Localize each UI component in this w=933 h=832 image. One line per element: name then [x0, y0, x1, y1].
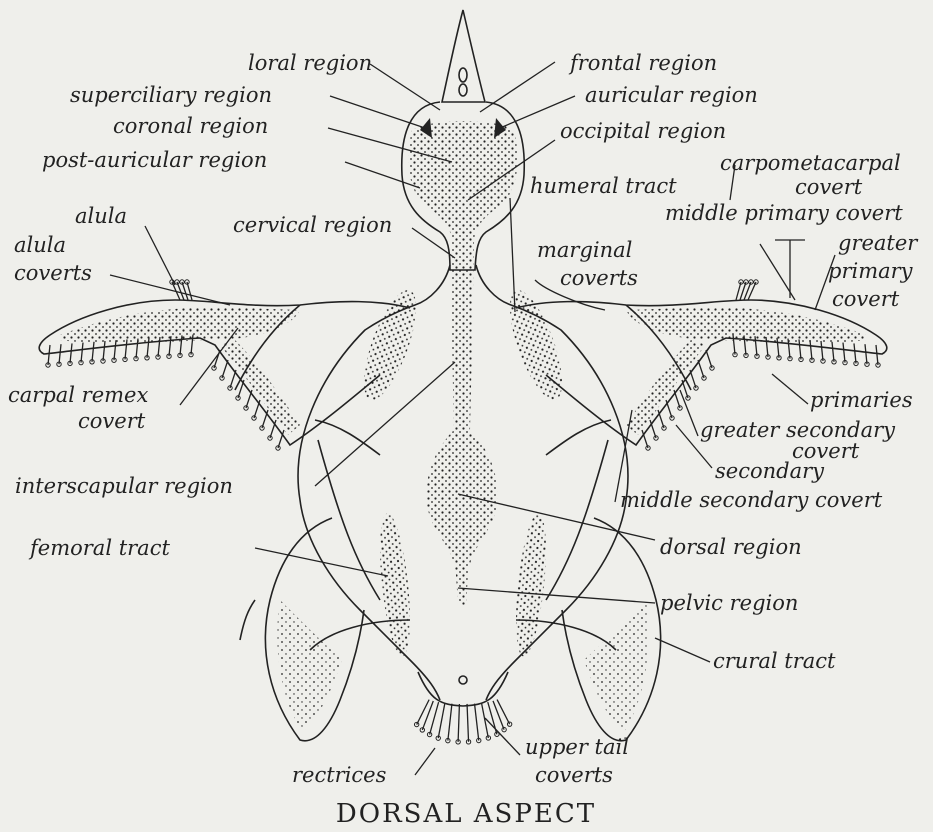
- rectrix-feather: [417, 700, 429, 725]
- label-primaries: primaries: [810, 388, 913, 412]
- label-frontal-region: frontal region: [568, 51, 717, 75]
- right-secondary-feather: [690, 370, 696, 388]
- label-rectrices: rectrices: [292, 763, 387, 787]
- right-secondary-feather: [674, 390, 680, 408]
- body-left-side: [298, 265, 450, 700]
- nostril-right: [459, 84, 467, 96]
- oil-gland: [459, 676, 467, 684]
- right-crural-tract: [584, 600, 649, 732]
- left-secondary-feather: [222, 360, 228, 378]
- label-femoral-tract: femoral tract: [28, 536, 170, 560]
- left-primary-feather: [81, 343, 83, 363]
- label-coronal-region: coronal region: [113, 114, 268, 138]
- label-cervical-region: cervical region: [233, 213, 392, 237]
- label-auricular-region: auricular region: [585, 83, 758, 107]
- spinal-tract: [426, 240, 497, 605]
- left-humeral-tract: [353, 284, 427, 405]
- label-superciliary-region: superciliary region: [70, 83, 272, 107]
- right-primary-feather: [865, 344, 867, 364]
- label-occipital-region: occipital region: [560, 119, 726, 143]
- label-greater-primary-covert-2: primary: [828, 259, 914, 283]
- right-primary-feather: [854, 343, 856, 363]
- left-crural-tract: [277, 600, 342, 732]
- left-femoral-tract: [375, 512, 416, 658]
- leader-alula: [145, 226, 175, 285]
- body-right-side: [476, 265, 628, 700]
- label-interscapular-region: interscapular region: [15, 474, 233, 498]
- right-secondary-feather: [706, 350, 712, 368]
- label-carpometacarpal-1: carpometacarpal: [720, 151, 901, 175]
- label-marginal-coverts-2: coverts: [560, 266, 638, 290]
- leader-loral: [370, 64, 440, 110]
- right-secondary-feather: [698, 360, 704, 378]
- label-greater-primary-covert-3: covert: [832, 287, 900, 311]
- left-primary-feather: [59, 344, 61, 364]
- left-primary-feather: [114, 340, 116, 360]
- label-humeral-tract: humeral tract: [530, 174, 677, 198]
- left-secondary-feather: [254, 400, 260, 418]
- label-middle-primary-covert: middle primary covert: [665, 201, 903, 225]
- rectrix-feather: [467, 704, 468, 742]
- right-alula-feather: [748, 282, 756, 300]
- label-middle-secondary-covert: middle secondary covert: [620, 488, 883, 512]
- leader-middle-primary-bar: [775, 240, 805, 298]
- label-alula-coverts-2: coverts: [14, 261, 92, 285]
- left-primary-feather: [103, 341, 105, 361]
- leader-greater-secondary: [680, 390, 698, 436]
- left-leg-line: [240, 600, 255, 640]
- label-upper-tail-coverts-2: coverts: [535, 763, 613, 787]
- label-loral-region: loral region: [248, 51, 372, 75]
- right-primary-feather: [843, 343, 845, 363]
- right-secondary-feather: [658, 410, 664, 428]
- beak: [442, 10, 485, 102]
- rectrix-feather: [438, 703, 445, 738]
- leader-frontal: [480, 62, 555, 112]
- left-secondary-feather: [262, 410, 268, 428]
- label-carpal-remex-covert-2: covert: [78, 409, 146, 433]
- right-humeral-tract: [499, 284, 573, 405]
- right-primary-feather: [876, 345, 878, 365]
- left-primary-feather: [92, 342, 94, 362]
- left-secondary-feather: [246, 390, 252, 408]
- label-post-auricular-region: post-auricular region: [42, 148, 267, 172]
- label-greater-primary-covert-1: greater: [838, 231, 919, 255]
- label-carpal-remex-covert-1: carpal remex: [8, 383, 148, 407]
- right-primary-feather: [810, 340, 812, 360]
- right-femoral-tract: [511, 512, 552, 658]
- leader-femoral: [255, 548, 388, 576]
- label-crural-tract: crural tract: [713, 649, 836, 673]
- right-primary-feather: [821, 341, 823, 361]
- leader-superciliary: [330, 96, 425, 128]
- right-primary-feather: [832, 342, 834, 362]
- rectrix-feather: [458, 704, 459, 742]
- left-primary-feather: [70, 343, 72, 363]
- left-secondary-feather: [230, 370, 236, 388]
- label-carpometacarpal-2: covert: [795, 175, 863, 199]
- label-dorsal-region: dorsal region: [660, 535, 802, 559]
- tail-base: [418, 672, 508, 706]
- nostril-left: [459, 68, 467, 82]
- rectrix-feather: [475, 704, 479, 741]
- rectrix-feather: [497, 700, 510, 725]
- right-secondary-feather: [666, 400, 672, 418]
- label-pelvic-region: pelvic region: [660, 591, 798, 615]
- leader-primaries: [772, 374, 808, 404]
- rectrix-feather: [448, 704, 452, 741]
- label-marginal-coverts-1: marginal: [537, 238, 632, 262]
- right-scapular-line: [546, 420, 611, 455]
- label-alula-coverts-1: alula: [14, 233, 66, 257]
- label-secondary: secondary: [715, 459, 825, 483]
- leader-pelvic: [458, 588, 655, 603]
- leader-crural: [655, 638, 710, 662]
- leader-rectrices: [415, 748, 435, 775]
- leader-cervical: [412, 228, 455, 258]
- left-primary-feather: [48, 345, 50, 365]
- caption: DORSAL ASPECT: [336, 799, 596, 829]
- label-upper-tail-coverts-1: upper tail: [525, 735, 629, 759]
- label-alula: alula: [75, 204, 127, 228]
